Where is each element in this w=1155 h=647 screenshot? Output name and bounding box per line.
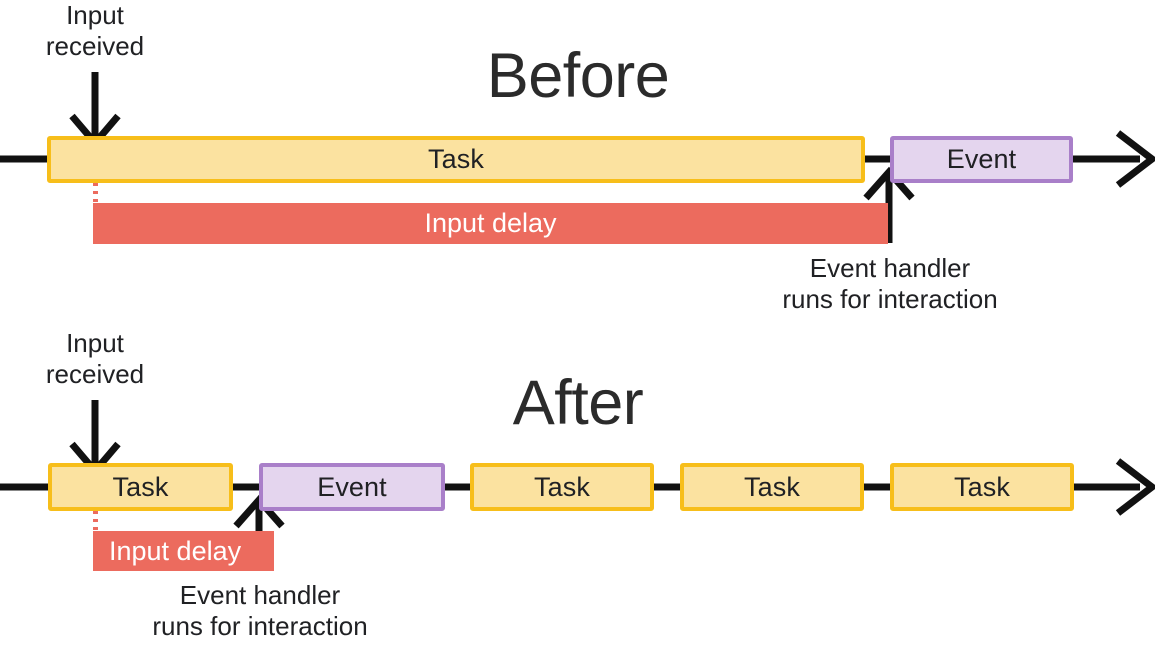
before-input-delay-label: Input delay <box>424 208 557 238</box>
after-section-title: After <box>512 368 644 438</box>
before-event-block: Event <box>890 136 1073 183</box>
after-input-delay-bar: Input delay <box>93 531 274 571</box>
after-timeline-arrowhead <box>1115 458 1155 516</box>
after-task-block-2: Task <box>470 463 654 511</box>
before-timeline-arrowhead <box>1115 130 1155 188</box>
after-task-label-4: Task <box>954 471 1010 502</box>
after-input-received-label: Input received <box>45 328 145 389</box>
after-task-block-1: Task <box>48 463 233 511</box>
after-event-handler-label: Event handler runs for interaction <box>152 580 368 641</box>
before-event-label: Event <box>946 144 1017 174</box>
before-event-handler-arrowhead <box>863 166 915 201</box>
after-event-label: Event <box>317 471 387 502</box>
after-event-block: Event <box>259 463 445 511</box>
after-input-delay-label: Input delay <box>109 535 242 566</box>
after-task-block-3: Task <box>680 463 864 511</box>
after-task-block-4: Task <box>890 463 1074 511</box>
before-input-delay-bar: Input delay <box>93 203 888 244</box>
before-input-received-label: Input received <box>45 0 145 61</box>
before-task-label: Task <box>428 144 484 174</box>
after-task-label-2: Task <box>534 471 590 502</box>
before-task-block: Task <box>47 136 865 183</box>
before-event-handler-label: Event handler runs for interaction <box>782 253 998 314</box>
after-task-label-3: Task <box>744 471 800 502</box>
before-section-title: Before <box>486 41 670 111</box>
after-task-label-1: Task <box>112 471 169 502</box>
